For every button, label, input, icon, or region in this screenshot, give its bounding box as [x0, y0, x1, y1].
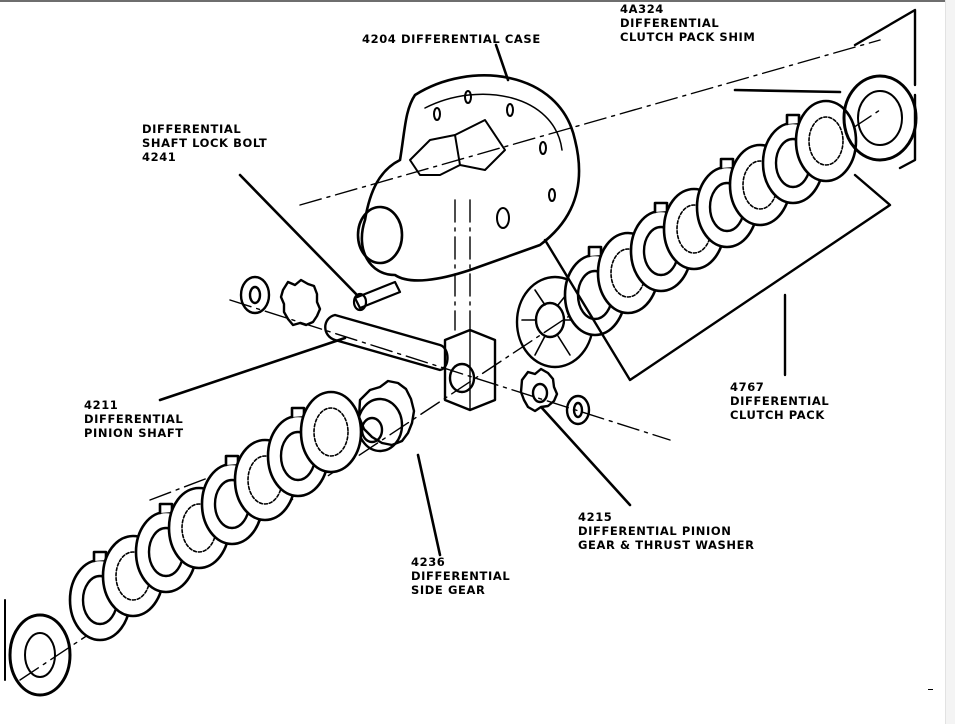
part-number: 4236 [411, 555, 446, 569]
side-gear-leader [416, 453, 442, 557]
label-line: 4204 DIFFERENTIAL CASE [362, 32, 541, 46]
shim-bracket [853, 8, 917, 170]
left-clutch-pack-shim [8, 613, 72, 697]
part-number: 4215 [578, 510, 613, 524]
label-differential-case: 4204 DIFFERENTIAL CASE [362, 32, 541, 46]
pinion-gear-leader [540, 406, 632, 507]
left-clutch-pack [68, 390, 363, 642]
label-line: PINION SHAFT [84, 426, 184, 440]
shaft-lock-bolt [352, 280, 402, 312]
label-line: DIFFERENTIAL [730, 394, 830, 408]
frame-right-margin [945, 0, 955, 724]
left-pinion-gear [279, 278, 322, 327]
differential-case [356, 74, 581, 282]
leader-lines [158, 43, 842, 557]
label-shaft-lock-bolt: DIFFERENTIAL SHAFT LOCK BOLT 4241 [142, 122, 267, 164]
label-line: CLUTCH PACK [730, 408, 825, 422]
label-line: DIFFERENTIAL [411, 569, 511, 583]
shim-leader [733, 88, 842, 94]
thrust-block [443, 328, 497, 412]
part-number: 4211 [84, 398, 119, 412]
part-number: 4A324 [620, 2, 664, 16]
label-side-gear: 4236 DIFFERENTIAL SIDE GEAR [411, 555, 510, 597]
label-pinion-shaft: 4211 DIFFERENTIAL PINION SHAFT [84, 398, 184, 440]
label-clutch-pack-shim: 4A324 DIFFERENTIAL CLUTCH PACK SHIM [620, 2, 755, 44]
frame-top-border [0, 0, 945, 2]
corner-mark [928, 689, 933, 690]
label-line: DIFFERENTIAL [142, 122, 242, 136]
pinion-shaft [324, 313, 449, 372]
case-leader [494, 43, 510, 82]
label-line: DIFFERENTIAL [620, 16, 720, 30]
label-line: DIFFERENTIAL PINION [578, 524, 732, 538]
label-line: GEAR & THRUST WASHER [578, 538, 755, 552]
lock-bolt-leader [238, 173, 360, 298]
right-clutch-pack [563, 99, 858, 337]
clutch-pack-bracket [543, 173, 892, 382]
case-axis-centerline [299, 39, 881, 206]
part-number: 4241 [142, 150, 177, 164]
label-line: CLUTCH PACK SHIM [620, 30, 756, 44]
part-number: 4767 [730, 380, 765, 394]
clutch-plate-friction [299, 390, 363, 474]
label-line: SHAFT LOCK BOLT [142, 136, 268, 150]
label-line: DIFFERENTIAL [84, 412, 184, 426]
left-side-gear [356, 379, 416, 453]
right-thrust-washer [565, 394, 591, 426]
pinion-shaft-leader [158, 336, 347, 402]
label-line: SIDE GEAR [411, 583, 486, 597]
label-clutch-pack: 4767 DIFFERENTIAL CLUTCH PACK [730, 380, 829, 422]
right-pinion-gear [519, 367, 559, 413]
right-clutch-pack-shim [842, 74, 918, 162]
clutch-plate-friction [794, 99, 858, 183]
label-pinion-gear-thrust-washer: 4215 DIFFERENTIAL PINION GEAR & THRUST W… [578, 510, 755, 552]
left-thrust-washer [239, 275, 271, 315]
